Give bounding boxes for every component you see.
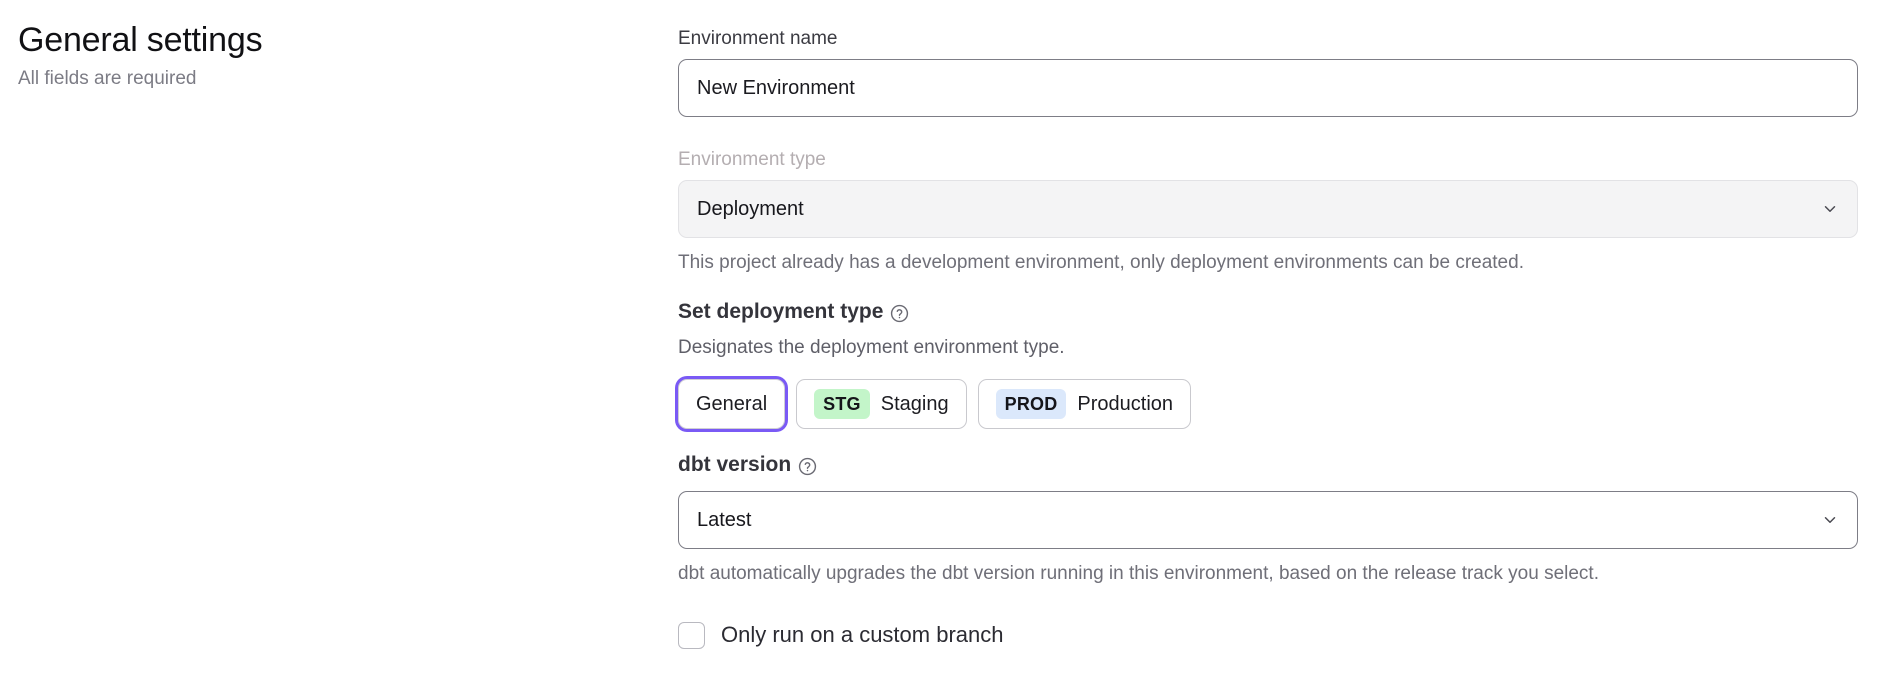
chevron-down-icon [1821,511,1839,529]
environment-name-label: Environment name [678,28,838,49]
production-badge: PROD [995,389,1067,419]
staging-badge: STG [814,389,870,419]
deployment-type-option-production[interactable]: PROD Production [977,379,1192,429]
environment-type-select[interactable]: Deployment [678,180,1858,238]
deployment-type-field: Set deployment type Designates the deplo… [678,298,1858,429]
custom-branch-row: Only run on a custom branch [678,621,1858,649]
dbt-version-label: dbt version [678,453,792,476]
help-circle-icon[interactable] [798,457,817,476]
environment-type-label: Environment type [678,149,826,170]
deployment-type-title-row: Set deployment type [678,298,1858,326]
environment-type-field: Environment type Deployment This project… [678,147,1858,276]
environment-name-field: Environment name New Environment [678,26,1858,117]
dbt-version-help-text: dbt automatically upgrades the dbt versi… [678,563,1599,584]
environment-name-input[interactable]: New Environment [678,59,1858,117]
help-circle-icon[interactable] [890,304,909,323]
deployment-type-button-group: General STG Staging PROD Production [678,379,1858,429]
dbt-version-field: dbt version Latest dbt automatica [678,451,1858,587]
deployment-type-title: Set deployment type [678,300,884,323]
settings-form: Environment name New Environment Environ… [678,26,1858,649]
deployment-type-option-general-label: General [696,393,768,415]
settings-header: General settings All fields are required [18,18,638,92]
deployment-type-description: Designates the deployment environment ty… [678,337,1065,358]
custom-branch-label[interactable]: Only run on a custom branch [721,622,1004,647]
dbt-version-title-row: dbt version [678,451,1858,479]
dbt-version-value: Latest [697,509,752,531]
dbt-version-select[interactable]: Latest [678,491,1858,549]
page-title: General settings [18,21,263,59]
deployment-type-option-staging-label: Staging [880,393,949,415]
deployment-type-option-staging[interactable]: STG Staging [796,379,967,429]
custom-branch-checkbox[interactable] [678,621,705,649]
deployment-type-option-production-label: Production [1077,393,1174,415]
environment-type-value: Deployment [697,198,804,220]
environment-type-help-text: This project already has a development e… [678,252,1524,273]
deployment-type-option-general[interactable]: General [678,379,786,429]
chevron-down-icon [1821,200,1839,218]
page-subtitle: All fields are required [18,68,197,89]
